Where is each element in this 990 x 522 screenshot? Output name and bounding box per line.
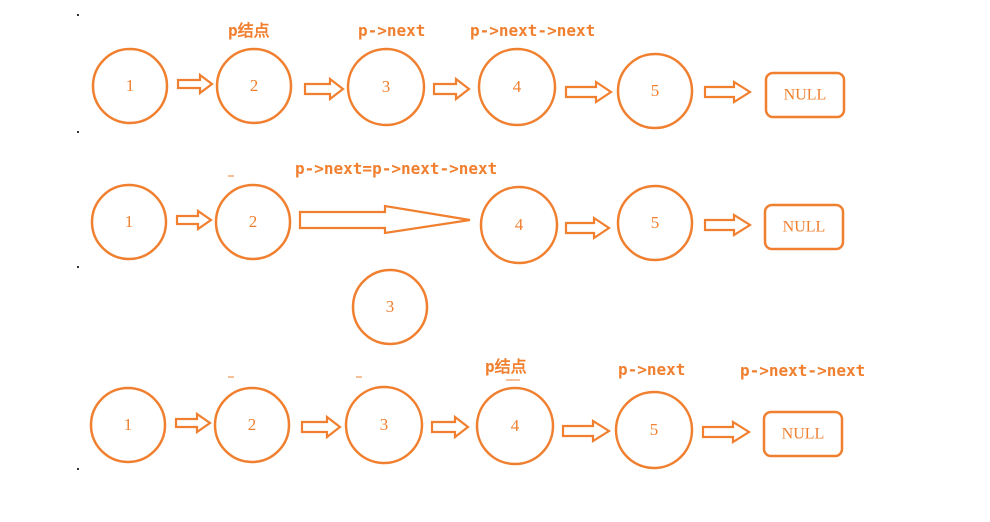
- row1-arrow-2: [303, 76, 345, 102]
- row3-node-5-value: 5: [650, 420, 659, 439]
- row1-null-node: NULL: [764, 71, 846, 119]
- row-3: p结点 p->next p->next->next 1 2 3 4 5: [89, 357, 865, 470]
- row2-node-1-value: 1: [125, 212, 134, 231]
- row-2: p->next=p->next->next 1 2 4 5 NULL 3: [90, 159, 845, 346]
- row1-arrow-1: [176, 72, 214, 96]
- row3-node-5: 5: [614, 390, 694, 470]
- row1-arrow-5: [703, 80, 753, 104]
- row1-node-2: 2: [215, 47, 293, 125]
- row1-node-4: 4: [477, 47, 557, 127]
- row2-node-4-value: 4: [515, 215, 524, 234]
- row2-arrow-4: [703, 213, 753, 237]
- row2-long-arrow: [298, 204, 471, 235]
- row3-node-1: 1: [89, 386, 167, 464]
- row2-null-node: NULL: [763, 203, 845, 251]
- row3-node-4: 4: [475, 386, 555, 466]
- row3-label-p-next: p->next: [618, 360, 685, 379]
- row3-node-2-value: 2: [248, 415, 257, 434]
- row1-label-p-next: p->next: [358, 21, 425, 40]
- row3-null-node: NULL: [762, 410, 844, 458]
- stray-dot-4: [77, 468, 79, 470]
- row1-node-3: 3: [346, 47, 426, 127]
- row3-arrow-3: [430, 414, 470, 440]
- row2-node-2-value: 2: [249, 212, 258, 231]
- row2-arrow-3: [564, 215, 611, 241]
- row2-arrow-1: [175, 208, 213, 232]
- row2-detached-node-3-value: 3: [386, 297, 395, 316]
- row3-node-3-value: 3: [380, 415, 389, 434]
- row1-node-3-value: 3: [382, 77, 391, 96]
- row1-arrow-4: [564, 79, 613, 105]
- row3-null-text: NULL: [782, 426, 825, 443]
- row3-label-p-node: p结点: [485, 357, 527, 376]
- row3-node-1-value: 1: [124, 415, 133, 434]
- row1-label-p-next-next: p->next->next: [470, 21, 595, 40]
- row3-label-p-next-next: p->next->next: [740, 361, 865, 380]
- row2-node-5: 5: [616, 184, 694, 262]
- row1-node-5: 5: [616, 52, 694, 130]
- row2-detached-node-3: 3: [351, 268, 429, 346]
- row2-null-text: NULL: [783, 219, 826, 236]
- row1-null-text: NULL: [784, 87, 827, 104]
- row2-node-5-value: 5: [651, 213, 660, 232]
- row3-node-2: 2: [213, 386, 291, 464]
- row3-node-4-value: 4: [511, 416, 520, 435]
- row1-node-2-value: 2: [250, 76, 259, 95]
- stray-dot-3: [77, 266, 79, 268]
- row1-node-4-value: 4: [513, 77, 522, 96]
- row1-node-1: 1: [91, 47, 169, 125]
- row3-arrow-5: [701, 420, 752, 444]
- row1-node-5-value: 5: [651, 81, 660, 100]
- row1-arrow-3: [432, 76, 471, 102]
- row2-label-assign: p->next=p->next->next: [295, 159, 497, 178]
- row1-node-1-value: 1: [126, 76, 135, 95]
- row1-label-p-node: p结点: [228, 21, 270, 40]
- row3-arrow-2: [300, 414, 342, 440]
- stray-dot-1: [77, 14, 79, 16]
- row3-node-3: 3: [344, 385, 424, 465]
- row2-node-4: 4: [479, 185, 559, 265]
- row2-node-2: 2: [214, 183, 292, 261]
- row3-arrow-4: [561, 419, 612, 443]
- stray-dot-2: [77, 131, 79, 133]
- row-1: p结点 p->next p->next->next 1 2 3 4 5: [91, 21, 846, 130]
- row2-node-1: 1: [90, 183, 168, 261]
- row3-arrow-1: [174, 411, 212, 435]
